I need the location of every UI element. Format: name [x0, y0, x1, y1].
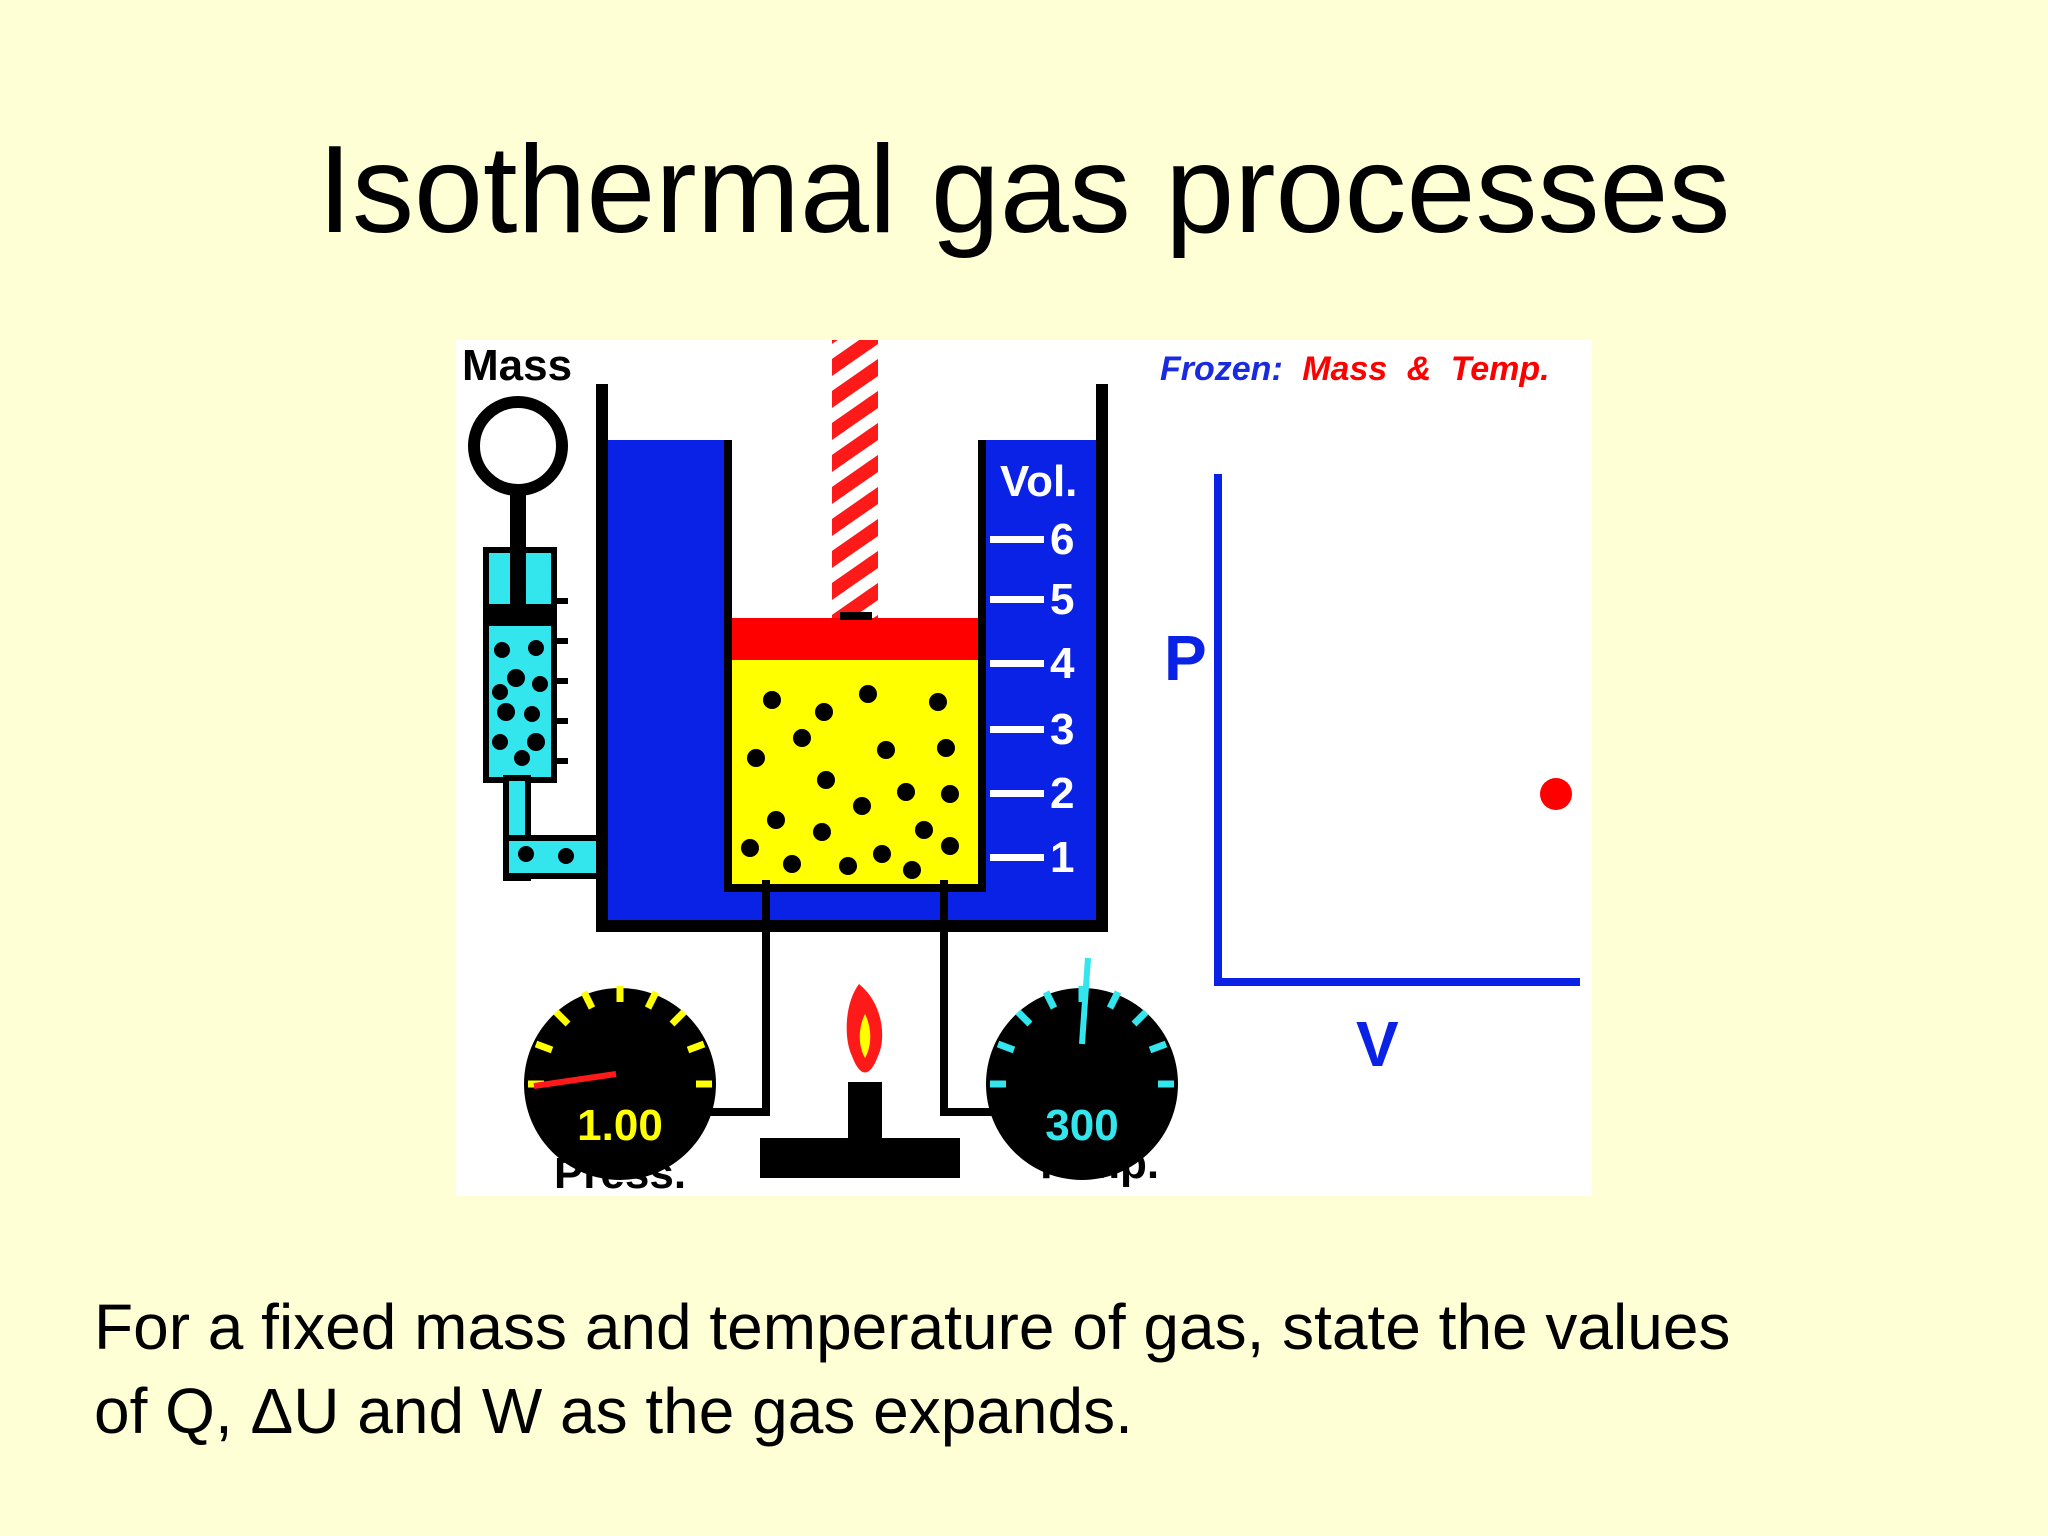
volume-tick-4: 4	[1050, 639, 1075, 688]
frozen-temp: Temp.	[1451, 350, 1550, 388]
temperature-gauge: 300 Temp.	[986, 957, 1178, 1188]
temperature-needle	[1079, 957, 1091, 1045]
pv-state-point	[1540, 778, 1572, 810]
pv-y-axis	[1214, 474, 1222, 986]
frozen-prefix: Frozen:	[1160, 350, 1283, 388]
pv-graph: P V	[1164, 474, 1580, 1080]
volume-tick-6: 6	[1050, 515, 1074, 564]
pressure-needle	[533, 1071, 617, 1089]
pressure-value: 1.00	[577, 1101, 663, 1150]
piston[interactable]	[730, 618, 980, 660]
gas-cylinder	[724, 340, 986, 892]
temperature-value: 300	[1045, 1101, 1118, 1150]
pressure-label: Press.	[554, 1149, 686, 1196]
isothermal-apparatus-diagram: Mass Frozen: Mass & Temp.	[456, 340, 1592, 1196]
frozen-label: Frozen: Mass & Temp.	[1160, 350, 1550, 388]
frozen-mass: Mass	[1302, 350, 1387, 388]
mass-knob[interactable]	[468, 396, 568, 496]
gauge-wires	[708, 880, 1004, 1116]
frozen-amp: &	[1407, 350, 1432, 388]
gas-molecules	[741, 685, 959, 879]
temperature-label: Temp.	[1033, 1139, 1159, 1188]
pv-y-label: P	[1164, 622, 1207, 694]
slide-title: Isothermal gas processes	[317, 121, 1731, 259]
volume-tick-5: 5	[1050, 575, 1074, 624]
slide-question-line-2: of Q, ΔU and W as the gas expands.	[94, 1375, 1133, 1447]
volume-scale: Vol. 6 5 4 3 2 1	[990, 457, 1077, 882]
volume-tick-3: 3	[1050, 705, 1074, 754]
volume-label: Vol.	[1000, 457, 1077, 506]
bunsen-burner	[760, 984, 960, 1178]
slide-question: For a fixed mass and temperature of gas,…	[94, 1285, 1974, 1453]
water-bath	[596, 384, 1108, 932]
mass-label: Mass	[462, 341, 572, 390]
pv-x-label: V	[1356, 1008, 1399, 1080]
volume-tick-2: 2	[1050, 769, 1074, 818]
volume-tick-1: 1	[1050, 833, 1074, 882]
piston-rod	[832, 340, 878, 618]
pv-x-axis	[1214, 978, 1580, 986]
pressure-gauge: 1.00 Press.	[524, 986, 716, 1196]
slide-question-line-1: For a fixed mass and temperature of gas,…	[94, 1291, 1731, 1363]
